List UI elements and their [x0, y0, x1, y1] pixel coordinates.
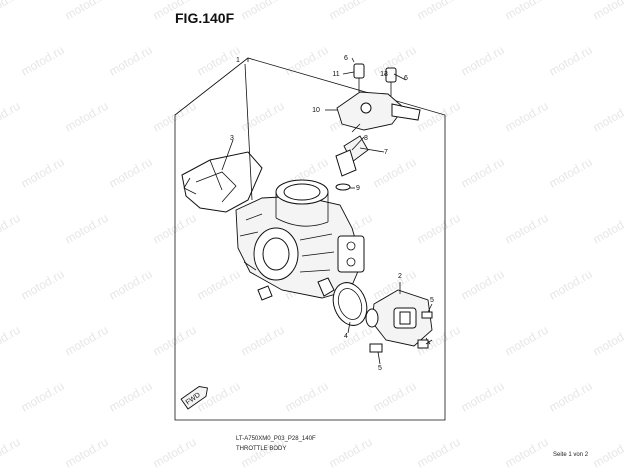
- watermark-text: motod.ru: [459, 155, 507, 191]
- watermark-text: motod.ru: [283, 379, 331, 415]
- watermark-text: motod.ru: [591, 323, 625, 359]
- watermark-text: motod.ru: [19, 43, 67, 79]
- watermark-text: motod.ru: [63, 99, 111, 135]
- watermark-text: motod.ru: [0, 99, 23, 135]
- watermark-text: motod.ru: [151, 435, 199, 468]
- watermark-text: motod.ru: [19, 155, 67, 191]
- watermark-text: motod.ru: [283, 43, 331, 79]
- watermark-text: motod.ru: [547, 155, 595, 191]
- callout-number: 5: [378, 365, 382, 372]
- watermark-text: motod.ru: [415, 211, 463, 247]
- watermark-text: motod.ru: [459, 379, 507, 415]
- watermark-text: motod.ru: [107, 267, 155, 303]
- watermark-text: motod.ru: [503, 435, 551, 468]
- watermark-text: motod.ru: [591, 211, 625, 247]
- callout-number: 6: [404, 75, 408, 82]
- watermark-text: motod.ru: [371, 155, 419, 191]
- watermark-text: motod.ru: [327, 323, 375, 359]
- watermark-text: motod.ru: [151, 99, 199, 135]
- watermark-text: motod.ru: [459, 43, 507, 79]
- watermark-text: motod.ru: [239, 323, 287, 359]
- watermark-text: motod.ru: [459, 267, 507, 303]
- watermark-text: motod.ru: [547, 379, 595, 415]
- callout-number: 4: [344, 333, 348, 340]
- watermark-text: motod.ru: [591, 99, 625, 135]
- watermark-text: motod.ru: [0, 435, 23, 468]
- watermark-text: motod.ru: [503, 323, 551, 359]
- watermark-text: motod.ru: [327, 0, 375, 23]
- figure-caption: THROTTLE BODY: [236, 446, 286, 452]
- watermark-text: motod.ru: [151, 211, 199, 247]
- callout-number: 9: [356, 185, 360, 192]
- watermark-text: motod.ru: [503, 99, 551, 135]
- watermark-text: motod.ru: [63, 323, 111, 359]
- callout-number: 3: [230, 135, 234, 142]
- watermark-text: motod.ru: [239, 99, 287, 135]
- watermark-text: motod.ru: [0, 323, 23, 359]
- watermark-text: motod.ru: [371, 379, 419, 415]
- callout-number: 13: [380, 71, 388, 78]
- watermark-text: motod.ru: [107, 155, 155, 191]
- watermark-text: motod.ru: [415, 0, 463, 23]
- watermark-text: motod.ru: [239, 0, 287, 23]
- watermark-text: motod.ru: [503, 211, 551, 247]
- watermark-text: motod.ru: [547, 267, 595, 303]
- callout-number: 1: [236, 57, 240, 64]
- watermark-text: motod.ru: [547, 43, 595, 79]
- page-note: Seite 1 von 2: [553, 452, 588, 458]
- watermark-text: motod.ru: [63, 211, 111, 247]
- watermark-text: motod.ru: [19, 267, 67, 303]
- injector-part: [336, 124, 368, 190]
- callout-number: 5: [430, 297, 434, 304]
- watermark-text: motod.ru: [63, 0, 111, 23]
- watermark-text: motod.ru: [195, 267, 243, 303]
- watermark-text: motod.ru: [591, 435, 625, 468]
- callout-number: 8: [364, 135, 368, 142]
- watermark-text: motod.ru: [107, 379, 155, 415]
- watermark-text: motod.ru: [591, 0, 625, 23]
- watermark-text: motod.ru: [0, 211, 23, 247]
- callout-number: 11: [332, 71, 339, 78]
- watermark-text: motod.ru: [415, 99, 463, 135]
- watermark-text: motod.ru: [0, 0, 23, 23]
- throttle-body-housing: [236, 180, 364, 300]
- watermark-text: motod.ru: [63, 435, 111, 468]
- watermark-text: motod.ru: [19, 379, 67, 415]
- watermark-text: motod.ru: [151, 323, 199, 359]
- watermark-text: motod.ru: [503, 0, 551, 23]
- figure-title: FIG.140F: [175, 10, 234, 26]
- watermark-text: motod.ru: [415, 435, 463, 468]
- model-code: LT-A750XM0_P03_P28_140F: [236, 436, 316, 442]
- callout-number: 10: [312, 107, 320, 114]
- callout-number: 6: [344, 55, 348, 62]
- watermark-text: motod.ru: [327, 435, 375, 468]
- callout-number: 2: [398, 273, 402, 280]
- watermark-text: motod.ru: [107, 43, 155, 79]
- callout-number: 7: [384, 149, 388, 156]
